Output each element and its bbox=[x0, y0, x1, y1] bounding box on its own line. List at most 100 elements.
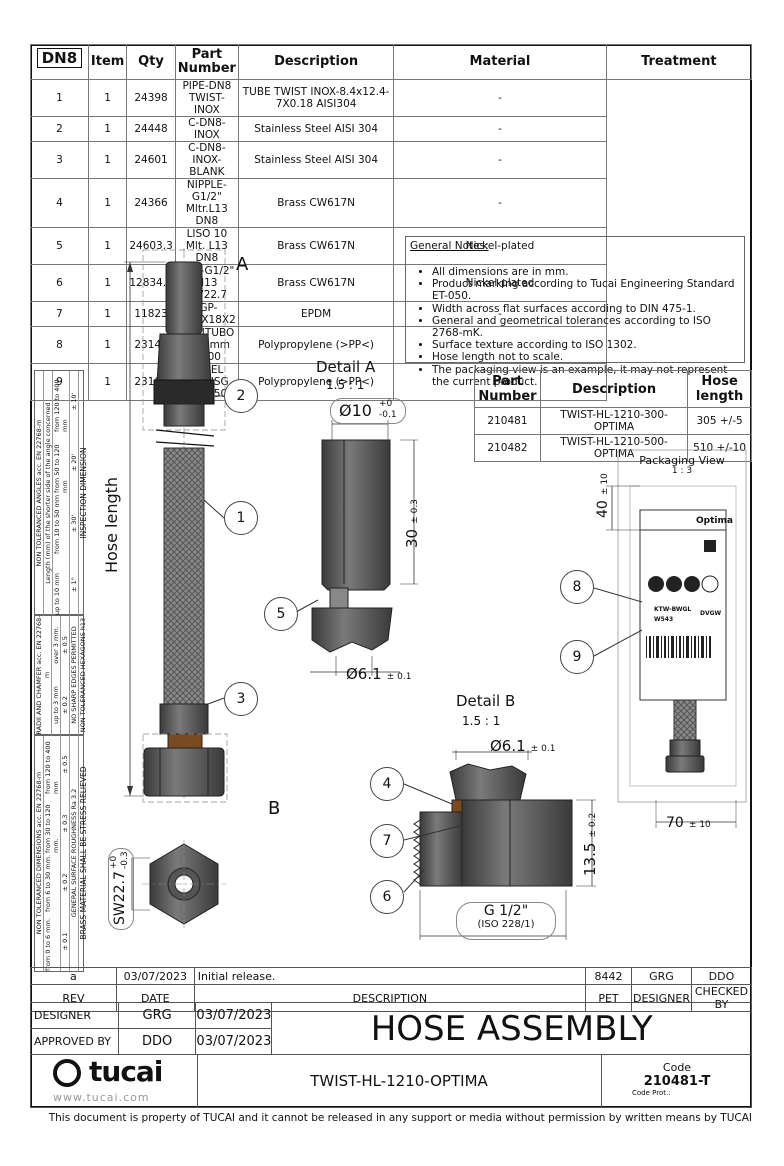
note-item: Width across flat surfaces according to … bbox=[432, 303, 740, 315]
parts-header-part: Part Number bbox=[474, 370, 541, 408]
v-approved: DDO bbox=[117, 1028, 197, 1055]
d-designer: 03/07/2023 bbox=[195, 1002, 273, 1029]
rev-pet: 8442 bbox=[585, 967, 632, 985]
dim-40-tol: ± 10 bbox=[600, 473, 610, 496]
callout-5: 5 bbox=[264, 597, 298, 631]
logo-icon bbox=[53, 1059, 81, 1087]
bom-cell-material: TUBE TWIST INOX-8.4x12.4-7X0.18 AISI304 bbox=[237, 79, 395, 117]
sw-value: SW22.7 bbox=[112, 871, 128, 925]
product-name: TWIST-HL-1210-OPTIMA bbox=[310, 1072, 488, 1090]
note-item: Hose length not to scale. bbox=[432, 351, 740, 363]
callout-2: 2 bbox=[224, 379, 258, 413]
bom-cell-item: 9 bbox=[30, 363, 89, 401]
thread-box: G 1/2" (ISO 228/1) bbox=[456, 902, 556, 940]
bom-table: DN8 Item Qty Part Number Description Mat… bbox=[30, 44, 753, 401]
bom-header-description: Description bbox=[237, 44, 395, 80]
website: www.tucai.com bbox=[53, 1091, 150, 1104]
parts-cell-description: TWIST-HL-1210-300-OPTIMA bbox=[539, 407, 689, 435]
detail-b-scale: 1.5 : 1 bbox=[462, 714, 501, 728]
callout-6: 6 bbox=[370, 880, 404, 914]
parts-cell-description: TWIST-HL-1210-500-OPTIMA bbox=[539, 434, 689, 462]
rev-checker: DDO bbox=[690, 967, 753, 985]
dim-40-value: 40 bbox=[595, 500, 611, 518]
bom-cell-qty: 1 bbox=[87, 227, 128, 265]
bom-cell-part: 24366 bbox=[126, 178, 176, 228]
hose-side-view bbox=[124, 248, 228, 803]
bom-cell-part: 24398 bbox=[126, 79, 176, 117]
rev-value: a bbox=[30, 967, 117, 985]
callout-1: 1 bbox=[224, 501, 258, 535]
parts-cell-length: 510 +/-10 bbox=[687, 434, 752, 462]
note-item: General and geometrical tolerances accor… bbox=[432, 315, 740, 339]
callout-7: 7 bbox=[370, 824, 404, 858]
dim-61-b: Ø6.1 ± 0.1 bbox=[490, 736, 555, 755]
dim-40: 40 ± 10 bbox=[592, 473, 611, 518]
bom-cell-qty: 1 bbox=[87, 301, 128, 327]
parts-header-description: Description bbox=[539, 370, 689, 408]
view-label-a: A bbox=[236, 254, 249, 275]
note-item: All dimensions are in mm. bbox=[432, 266, 740, 278]
dim-30: 30 ± 0.3 bbox=[402, 499, 421, 548]
detail-b-view bbox=[403, 750, 596, 940]
label-ktw: KTW-BWGL bbox=[654, 606, 692, 613]
bom-cell-treatment: - bbox=[393, 79, 607, 117]
dim-10: Ø10 bbox=[339, 401, 372, 420]
bom-cell-item: 6 bbox=[30, 264, 89, 302]
bom-cell-material: Polypropylene (>PP<) bbox=[237, 363, 395, 401]
dim-61b-tol: ± 0.1 bbox=[530, 744, 556, 754]
view-label-b: B bbox=[268, 798, 281, 819]
bom-cell-item: 5 bbox=[30, 227, 89, 265]
bom-cell-item: 3 bbox=[30, 141, 89, 179]
dim-61a-tol: ± 0.1 bbox=[386, 672, 412, 682]
dim-70-value: 70 bbox=[666, 815, 684, 831]
note-item: Product marking according to Tucai Engin… bbox=[432, 278, 740, 302]
bom-cell-description: C-DN8-INOX-BLANK bbox=[174, 141, 239, 179]
bom-cell-description: LISO 10 Mlt. L13 DN8 bbox=[174, 227, 239, 265]
bom-cell-material: EPDM bbox=[237, 301, 395, 327]
bom-header-item: Item bbox=[87, 44, 128, 80]
packaging-scale: 1 : 3 bbox=[671, 466, 693, 476]
part-number-table: Part Number Description Hose length 2104… bbox=[474, 370, 752, 462]
dim-30-tol: ± 0.3 bbox=[410, 499, 420, 524]
detail-a-view bbox=[295, 420, 418, 676]
bom-header-part: Part Number bbox=[174, 44, 239, 80]
bom-header-treatment: Treatment bbox=[605, 44, 753, 80]
bom-header-material: Material bbox=[393, 44, 607, 80]
detail-a-scale: 1.5 : 1 bbox=[326, 378, 365, 392]
sw-box: SW22.7 +0 -0.3 bbox=[108, 848, 134, 930]
bom-cell-qty: 1 bbox=[87, 363, 128, 401]
bom-cell-qty: 1 bbox=[87, 264, 128, 302]
bom-header-row: DN8 Item Qty Part Number Description Mat… bbox=[30, 44, 753, 80]
callout-8: 8 bbox=[560, 570, 594, 604]
logo-text: tucai bbox=[89, 1055, 163, 1088]
dim-135-value: 13.5 bbox=[581, 842, 599, 876]
detail-b-title: Detail B bbox=[456, 692, 516, 710]
dim-70: 70 ± 10 bbox=[666, 812, 711, 831]
d-approved: 03/07/2023 bbox=[195, 1028, 273, 1055]
logo-cell: tucai www.tucai.com bbox=[31, 1055, 198, 1107]
footer-note: This document is property of TUCAI and i… bbox=[48, 1112, 752, 1124]
title-table: DESIGNER GRG 03/07/2023 HOSE ASSEMBLY AP… bbox=[30, 1002, 752, 1055]
hose-length-label: Hose length bbox=[102, 476, 121, 574]
rev-desc: Initial release. bbox=[193, 967, 587, 985]
packaging-view bbox=[593, 449, 747, 828]
thread-std: (ISO 228/1) bbox=[477, 919, 535, 930]
code-cell: Code 210481-T Code Prot.: bbox=[601, 1055, 752, 1107]
label-dvgw: DVGW bbox=[700, 610, 722, 617]
bom-cell-description: NIPPLE-G1/2" Mltr.L13 DN8 bbox=[174, 178, 239, 228]
dim-30-value: 30 bbox=[403, 528, 421, 548]
l-designer: DESIGNER bbox=[30, 1002, 119, 1029]
thread-spec: G 1/2" bbox=[483, 903, 529, 919]
bom-cell-qty: 1 bbox=[87, 326, 128, 364]
dim-10-box: Ø10 +0 -0.1 bbox=[330, 398, 406, 424]
l-approved: APPROVED BY bbox=[30, 1028, 119, 1055]
bom-cell-treatment: Nickel-plated bbox=[393, 227, 607, 265]
